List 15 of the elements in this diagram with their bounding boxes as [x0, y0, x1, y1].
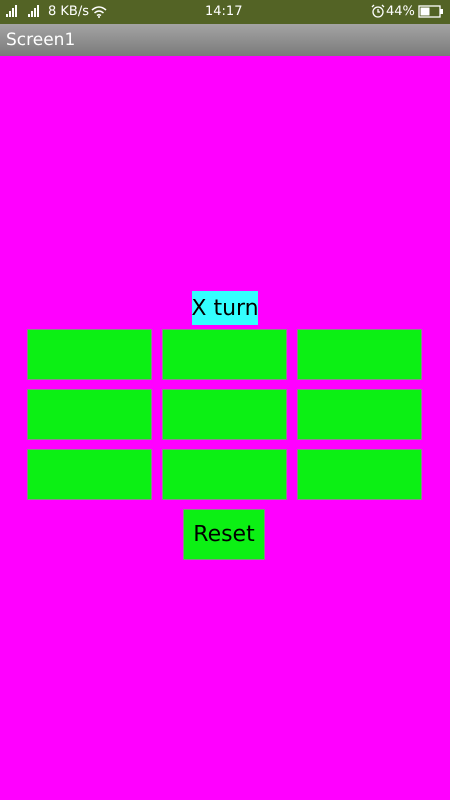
turn-indicator-text: X turn: [192, 291, 258, 325]
board-cell-button: [27, 329, 152, 380]
board-cell-button: [162, 329, 287, 380]
board-cell-button: [162, 389, 287, 440]
reset-button: Reset: [183, 509, 265, 560]
clock-text: 14:17: [205, 4, 242, 20]
board-cell-button: [297, 449, 422, 500]
network-speed-text: 8 KB/s: [48, 4, 89, 20]
board-cell-button: [297, 329, 422, 380]
board-cell-button: [162, 449, 287, 500]
board-cell-button: [297, 389, 422, 440]
screen-title: Screen1: [6, 30, 76, 50]
battery-percent-text: 44%: [386, 4, 415, 20]
board-cell-button: [27, 389, 152, 440]
board-cell-button: [27, 449, 152, 500]
